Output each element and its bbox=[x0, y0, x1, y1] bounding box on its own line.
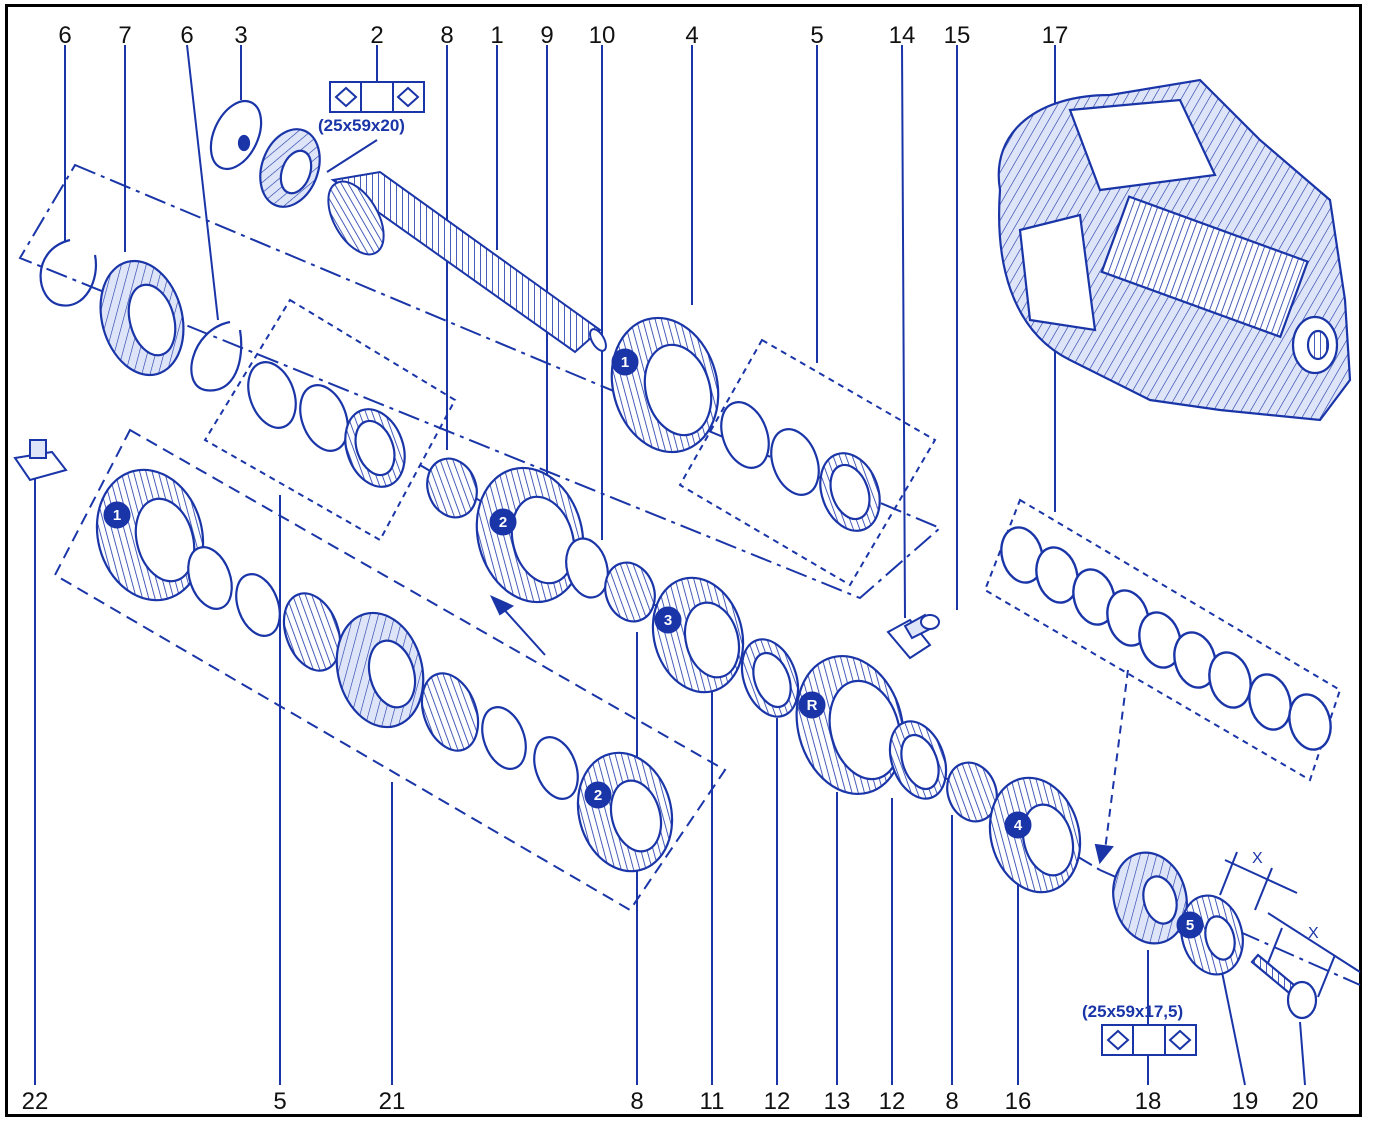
callout-5-top: 5 bbox=[810, 22, 824, 49]
callout-16: 16 bbox=[1004, 1088, 1032, 1115]
callout-19: 19 bbox=[1231, 1088, 1259, 1115]
badge-2-center-text: 2 bbox=[499, 514, 507, 531]
arrow-from-kit bbox=[499, 604, 546, 656]
badge-1-top bbox=[611, 348, 639, 376]
pin-15 bbox=[920, 614, 940, 630]
kit-21-outline bbox=[53, 428, 727, 912]
ring-10 bbox=[565, 537, 609, 599]
arrow-to-bearing bbox=[1104, 669, 1129, 851]
badge-2-center bbox=[489, 508, 517, 536]
badge-1-left bbox=[103, 501, 131, 529]
callout-9: 9 bbox=[540, 22, 554, 49]
callout-15: 15 bbox=[943, 22, 971, 49]
badge-r-text: R bbox=[807, 697, 818, 714]
callout-14: 14 bbox=[888, 22, 916, 49]
callout-6-right: 6 bbox=[180, 22, 194, 49]
callout-18: 18 bbox=[1134, 1088, 1162, 1115]
callout-8-top: 8 bbox=[440, 22, 454, 49]
needle-bearing-8b bbox=[604, 561, 656, 623]
callout-7: 7 bbox=[118, 22, 132, 49]
badge-r bbox=[798, 691, 826, 719]
input-shaft bbox=[327, 170, 607, 354]
callout-12-b: 12 bbox=[878, 1088, 906, 1115]
callout-8-bottom-a: 8 bbox=[630, 1088, 644, 1115]
shim-set-17 bbox=[1000, 526, 1332, 751]
callout-22: 22 bbox=[21, 1088, 49, 1115]
bearing-symbol-bottom bbox=[1101, 1024, 1197, 1056]
synchro-set-5-top-outline bbox=[203, 298, 457, 542]
badge-3-text: 3 bbox=[664, 612, 672, 629]
key-14 bbox=[886, 618, 932, 660]
circlip-6-left bbox=[39, 238, 98, 307]
callout-4: 4 bbox=[685, 22, 699, 49]
bearing-symbol-top bbox=[329, 81, 425, 113]
callout-2: 2 bbox=[370, 22, 384, 49]
callout-8-bottom-b: 8 bbox=[945, 1088, 959, 1115]
badge-2-left bbox=[584, 781, 612, 809]
needle-bearing-8c bbox=[946, 761, 998, 823]
badge-1-left-text: 1 bbox=[113, 507, 121, 524]
synchro-set-5-right-outline bbox=[678, 338, 937, 587]
callout-17: 17 bbox=[1041, 22, 1069, 49]
badge-5-text: 5 bbox=[1186, 917, 1194, 934]
badge-4-text: 4 bbox=[1014, 817, 1023, 834]
callout-1: 1 bbox=[490, 22, 504, 49]
callout-3: 3 bbox=[234, 22, 248, 49]
callout-12-a: 12 bbox=[763, 1088, 791, 1115]
dimension-x-lower: X bbox=[1308, 925, 1319, 942]
dimension-x-upper: X bbox=[1252, 850, 1263, 867]
callout-21: 21 bbox=[378, 1088, 406, 1115]
badge-4 bbox=[1004, 811, 1032, 839]
callout-5-bottom: 5 bbox=[273, 1088, 287, 1115]
badge-3 bbox=[654, 606, 682, 634]
bearing-spec-bottom: (25x59x17,5) bbox=[1082, 1002, 1184, 1021]
shim-set-17-outline bbox=[983, 498, 1342, 782]
callout-20: 20 bbox=[1291, 1088, 1319, 1115]
callout-13: 13 bbox=[823, 1088, 851, 1115]
badge-1-top-text: 1 bbox=[621, 354, 629, 371]
callout-11: 11 bbox=[699, 1088, 725, 1115]
badge-5 bbox=[1176, 911, 1204, 939]
needle-bearing-8a bbox=[426, 457, 478, 519]
cover-plate-3 bbox=[209, 99, 263, 171]
badge-2-left-text: 2 bbox=[594, 787, 602, 804]
bearing-spec-top: (25x59x20) bbox=[318, 116, 405, 135]
callout-6-left: 6 bbox=[58, 22, 72, 49]
gearbox-housing bbox=[997, 78, 1352, 422]
callout-10: 10 bbox=[588, 22, 616, 49]
circlip-6-right bbox=[190, 320, 243, 392]
